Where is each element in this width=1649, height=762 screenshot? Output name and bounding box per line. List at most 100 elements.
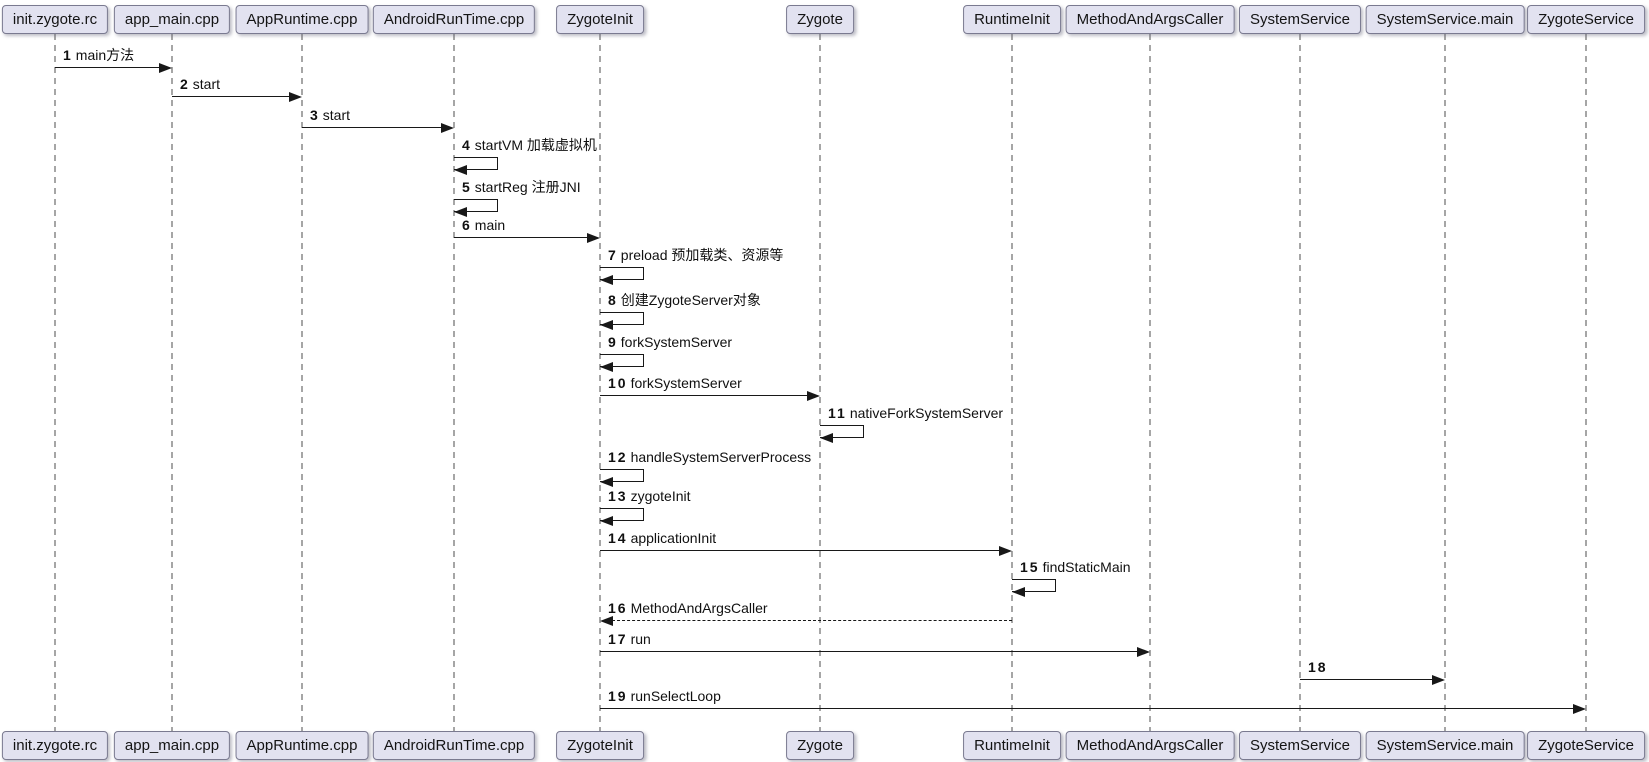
message-16-number: 16 — [608, 600, 628, 616]
participant-top-androidruntime: AndroidRunTime.cpp — [372, 5, 536, 34]
message-9-arrowhead — [600, 362, 613, 372]
message-15-number: 15 — [1020, 559, 1040, 575]
message-14-arrowhead — [999, 546, 1012, 556]
message-6-arrowhead — [587, 233, 600, 243]
message-13-self-loop — [600, 508, 644, 521]
message-2-arrowhead — [289, 92, 302, 102]
message-4-text: startVM 加载虚拟机 — [474, 137, 597, 153]
participant-bottom-runtimeinit: RuntimeInit — [963, 731, 1061, 760]
message-14-number: 14 — [608, 530, 628, 546]
participant-bottom-systemservice: SystemService — [1238, 731, 1362, 760]
lifeline-ssmain — [1444, 34, 1446, 731]
message-15-self-loop — [1012, 579, 1056, 592]
message-8-number: 8 — [608, 292, 618, 308]
message-19-line — [600, 708, 1574, 709]
message-18-arrowhead — [1432, 675, 1445, 685]
message-17-line — [600, 651, 1138, 652]
message-2-text: start — [192, 76, 221, 92]
message-7-self-loop — [600, 267, 644, 280]
message-11-arrowhead — [820, 433, 833, 443]
message-12-self-loop — [600, 469, 644, 482]
participant-bottom-appmain: app_main.cpp — [113, 731, 231, 760]
participant-bottom-appruntime: AppRuntime.cpp — [235, 731, 369, 760]
lifeline-zygote — [819, 34, 821, 731]
lifeline-appmain — [171, 34, 173, 731]
participant-bottom-androidruntime: AndroidRunTime.cpp — [372, 731, 536, 760]
message-2-line — [172, 96, 290, 97]
message-1-text: main方法 — [75, 47, 135, 63]
participant-top-zygoteservice: ZygoteService — [1527, 5, 1645, 34]
message-13-text: zygoteInit — [630, 488, 691, 504]
participant-top-systemservice: SystemService — [1238, 5, 1362, 34]
message-15-text: findStaticMain — [1042, 559, 1131, 575]
message-4-arrowhead — [454, 165, 467, 175]
message-14-text: applicationInit — [630, 530, 717, 546]
message-19-number: 19 — [608, 688, 628, 704]
message-11-text: nativeForkSystemServer — [849, 405, 1004, 421]
participant-top-methodcaller: MethodAndArgsCaller — [1065, 5, 1235, 34]
lifeline-runtimeinit — [1011, 34, 1013, 731]
message-8-arrowhead — [600, 320, 613, 330]
message-6-number: 6 — [462, 217, 472, 233]
participant-bottom-zygote: Zygote — [786, 731, 854, 760]
message-17-arrowhead — [1137, 647, 1150, 657]
message-11-number: 11 — [828, 405, 847, 421]
message-17-text: run — [630, 631, 651, 647]
message-7-arrowhead — [600, 275, 613, 285]
message-9-self-loop — [600, 354, 644, 367]
message-18-label: 18 — [1308, 659, 1331, 676]
message-15-arrowhead — [1012, 587, 1025, 597]
message-4-self-loop — [454, 157, 498, 170]
message-10-text: forkSystemServer — [630, 375, 742, 391]
message-5-number: 5 — [462, 179, 472, 195]
participant-bottom-methodcaller: MethodAndArgsCaller — [1065, 731, 1235, 760]
message-12-text: handleSystemServerProcess — [630, 449, 812, 465]
participant-bottom-ssmain: SystemService.main — [1365, 731, 1525, 760]
message-3-line — [302, 127, 442, 128]
lifeline-appruntime — [301, 34, 303, 731]
participant-bottom-zygoteservice: ZygoteService — [1527, 731, 1645, 760]
message-19-text: runSelectLoop — [630, 688, 721, 704]
message-1-line — [55, 67, 160, 68]
message-6-line — [454, 237, 588, 238]
message-1-number: 1 — [63, 47, 73, 63]
message-16-line — [612, 620, 1012, 621]
message-12-number: 12 — [608, 449, 628, 465]
message-9-number: 9 — [608, 334, 618, 350]
participant-bottom-zygoteinit: ZygoteInit — [556, 731, 644, 760]
message-9-text: forkSystemServer — [620, 334, 733, 350]
message-4-number: 4 — [462, 137, 472, 153]
message-8-text: 创建ZygoteServer对象 — [620, 292, 761, 308]
message-5-self-loop — [454, 199, 498, 212]
participant-top-zygote: Zygote — [786, 5, 854, 34]
lifeline-zygoteservice — [1585, 34, 1587, 731]
message-3-arrowhead — [441, 123, 454, 133]
message-7-text: preload 预加载类、资源等 — [620, 247, 784, 263]
message-12-arrowhead — [600, 477, 613, 487]
message-8-self-loop — [600, 312, 644, 325]
message-2-number: 2 — [180, 76, 190, 92]
lifeline-androidruntime — [453, 34, 455, 731]
message-11-self-loop — [820, 425, 864, 438]
message-18-number: 18 — [1308, 659, 1328, 675]
message-5-text: startReg 注册JNI — [474, 179, 581, 195]
lifeline-methodcaller — [1149, 34, 1151, 731]
lifeline-init — [54, 34, 56, 731]
message-10-number: 10 — [608, 375, 628, 391]
message-6-text: main — [474, 217, 506, 233]
message-1-arrowhead — [159, 63, 172, 73]
